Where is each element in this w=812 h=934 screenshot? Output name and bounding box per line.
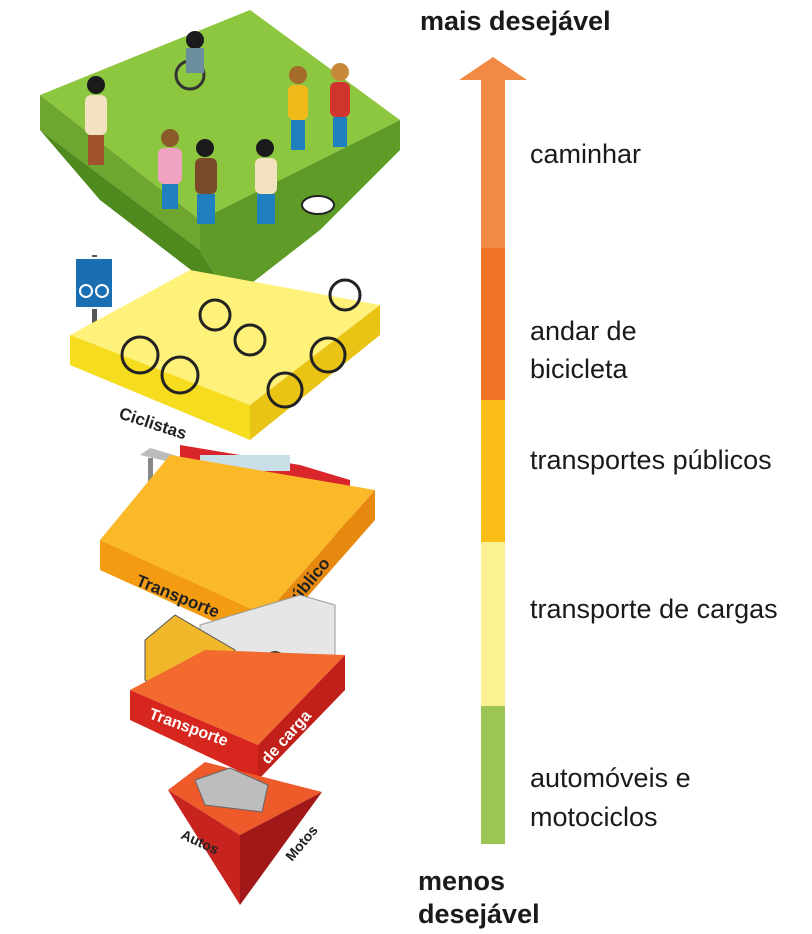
bottom-label-line1: menos — [418, 866, 506, 896]
arrow-segment-cars — [481, 706, 505, 844]
arrow-segment-bike — [481, 248, 505, 400]
level-label-walk: caminhar — [530, 139, 642, 169]
tier-cars-motorcycles: Autos Motos — [168, 762, 322, 905]
mobility-pyramid-illustration: Peatones Ciclistas — [40, 10, 400, 905]
arrow-head-icon — [459, 57, 527, 80]
level-label-cars-2: motociclos — [530, 802, 658, 832]
tier-cyclists: Ciclistas — [70, 270, 380, 443]
arrow-segment-walk — [481, 80, 505, 248]
level-label-cars-1: automóveis e — [530, 763, 691, 793]
level-label-cargo: transporte de cargas — [530, 594, 778, 624]
level-label-public: transportes públicos — [530, 445, 772, 475]
cyclist-figures — [120, 278, 362, 409]
bicycle-sign-icon — [74, 255, 114, 365]
pedestrian-figures — [85, 31, 350, 224]
arrow-segment-cargo — [481, 542, 505, 706]
arrow-segment-public — [481, 400, 505, 542]
bottom-label-line2: desejável — [418, 899, 540, 929]
top-label: mais desejável — [420, 6, 611, 36]
level-label-bike-1: andar de — [530, 316, 637, 346]
level-label-bike-2: bicicleta — [530, 354, 628, 384]
